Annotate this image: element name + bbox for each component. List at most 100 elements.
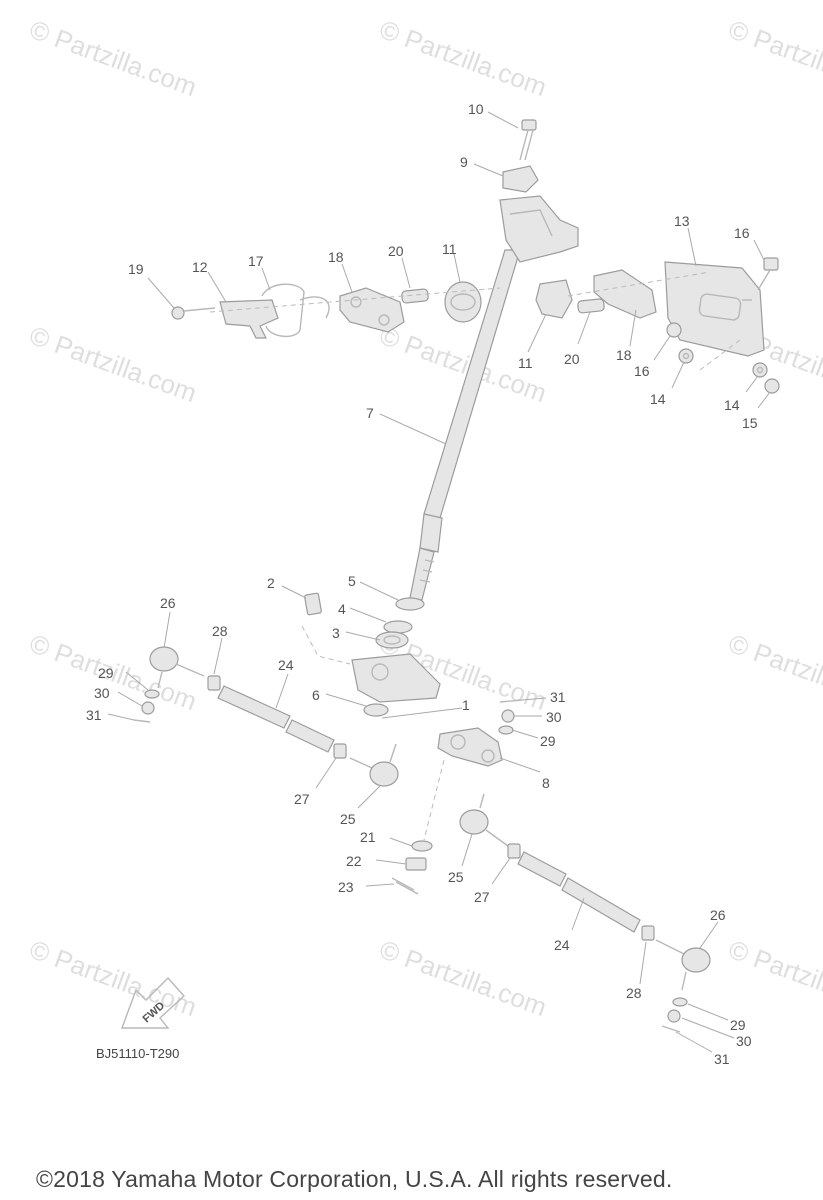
lock-nut-part-27-right — [507, 843, 521, 859]
callout-10: 10 — [468, 101, 484, 117]
callout-11-left: 11 — [442, 241, 457, 257]
diagram-code: BJ51110-T290 — [96, 1046, 180, 1061]
nut-part-30-left — [141, 701, 155, 715]
seal-part-4 — [383, 620, 413, 634]
callout-11-right: 11 — [518, 355, 533, 371]
forward-direction-arrow: FWD — [120, 976, 185, 1029]
callout-3: 3 — [332, 625, 340, 641]
callout-6: 6 — [312, 687, 320, 703]
callout-28-left: 28 — [212, 623, 228, 639]
washer-part-21 — [411, 840, 433, 852]
callout-31-left: 31 — [86, 707, 102, 723]
clamp-part-9 — [502, 165, 539, 193]
callout-21: 21 — [360, 829, 376, 845]
callout-8: 8 — [542, 775, 550, 791]
bolt-part-10 — [519, 119, 537, 161]
washer-part-5 — [395, 597, 425, 611]
collar-part-20-right — [577, 298, 605, 314]
callout-24-right: 24 — [554, 937, 570, 953]
callout-4: 4 — [338, 601, 346, 617]
callout-15: 15 — [742, 415, 758, 431]
callout-5: 5 — [348, 573, 356, 589]
bearing-part-3 — [375, 631, 409, 649]
assembly-line — [423, 759, 445, 841]
bushing-part-11-left — [444, 281, 482, 323]
washer-part-29-left — [144, 689, 160, 699]
callout-27-right: 27 — [474, 889, 490, 905]
callout-26-right: 26 — [710, 907, 726, 923]
nut-part-15 — [764, 378, 780, 394]
callout-20-left: 20 — [388, 243, 404, 259]
callout-29-center: 29 — [540, 733, 556, 749]
callout-23: 23 — [338, 879, 354, 895]
callout-31-center: 31 — [550, 689, 566, 705]
tie-rod-end-part-25-right — [459, 793, 509, 847]
assembly-line — [301, 625, 351, 665]
callout-25-right: 25 — [448, 869, 464, 885]
bracket-part-12 — [219, 299, 279, 339]
copyright-notice: ©2018 Yamaha Motor Corporation, U.S.A. A… — [36, 1166, 673, 1192]
bushing-part-11-right — [535, 279, 573, 319]
callout-25-left: 25 — [340, 811, 356, 827]
tie-rod-part-24-left — [217, 685, 335, 753]
callout-13: 13 — [674, 213, 690, 229]
callout-30-right: 30 — [736, 1033, 752, 1049]
bolt-part-16-top — [757, 257, 779, 291]
lock-nut-part-28-left — [207, 675, 221, 691]
mounting-plate-part-13 — [664, 261, 765, 357]
holder-part-18-left — [339, 287, 405, 333]
callout-22: 22 — [346, 853, 362, 869]
assembly-line — [209, 287, 501, 313]
center-bracket-part-8 — [437, 727, 503, 767]
callout-2: 2 — [267, 575, 275, 591]
collar-part-20-left — [401, 288, 429, 304]
leader-lines — [107, 111, 771, 1053]
tie-rod-end-part-26-right — [655, 939, 711, 991]
washer-part-29-top — [498, 725, 514, 735]
cotter-pin-part-23 — [391, 877, 419, 895]
callout-1: 1 — [462, 697, 470, 713]
callout-14-left: 14 — [650, 391, 666, 407]
bolt-part-16-bottom — [666, 322, 682, 338]
callout-20-right: 20 — [564, 351, 580, 367]
nut-part-22 — [405, 857, 427, 871]
lock-nut-part-28-right — [641, 925, 655, 941]
callout-26-left: 26 — [160, 595, 176, 611]
callout-29-left: 29 — [98, 665, 114, 681]
cotter-pin-part-31-right — [661, 1025, 681, 1033]
callout-16-top: 16 — [734, 225, 750, 241]
callout-7: 7 — [366, 405, 374, 421]
bolt-part-2 — [304, 592, 322, 616]
callout-17: 17 — [248, 253, 264, 269]
tie-rod-end-part-26-left — [149, 646, 205, 689]
bolt-part-19 — [171, 306, 216, 320]
callout-18-left: 18 — [328, 249, 344, 265]
callout-28-right: 28 — [626, 985, 642, 1001]
callout-labels: 1 2 3 4 5 6 7 8 9 10 11 11 12 13 14 14 1… — [86, 101, 758, 1067]
washer-part-29-right — [672, 997, 688, 1007]
callout-19: 19 — [128, 261, 144, 277]
nut-part-30-top — [501, 709, 515, 723]
lock-nut-part-27-left — [333, 743, 347, 759]
callout-30-center: 30 — [546, 709, 562, 725]
callout-27-left: 27 — [294, 791, 310, 807]
tie-rod-end-part-25-left — [349, 743, 399, 787]
holder-part-18-right — [593, 269, 657, 319]
callout-30-left: 30 — [94, 685, 110, 701]
callout-31-right: 31 — [714, 1051, 730, 1067]
steering-arm-part-1 — [351, 653, 441, 703]
column-head-bracket — [499, 195, 579, 263]
cotter-pin-part-31-top — [499, 699, 523, 703]
callout-16-bottom: 16 — [634, 363, 650, 379]
callout-24-left: 24 — [278, 657, 294, 673]
callout-12: 12 — [192, 259, 208, 275]
callout-14-right: 14 — [724, 397, 740, 413]
clip-part-17 — [261, 283, 330, 337]
callout-9: 9 — [460, 154, 468, 170]
callout-18-right: 18 — [616, 347, 632, 363]
cotter-pin-part-31-left — [133, 719, 151, 723]
washer-part-14 — [678, 348, 768, 378]
tie-rod-part-24-right — [517, 851, 641, 933]
nut-part-30-right — [667, 1009, 681, 1023]
